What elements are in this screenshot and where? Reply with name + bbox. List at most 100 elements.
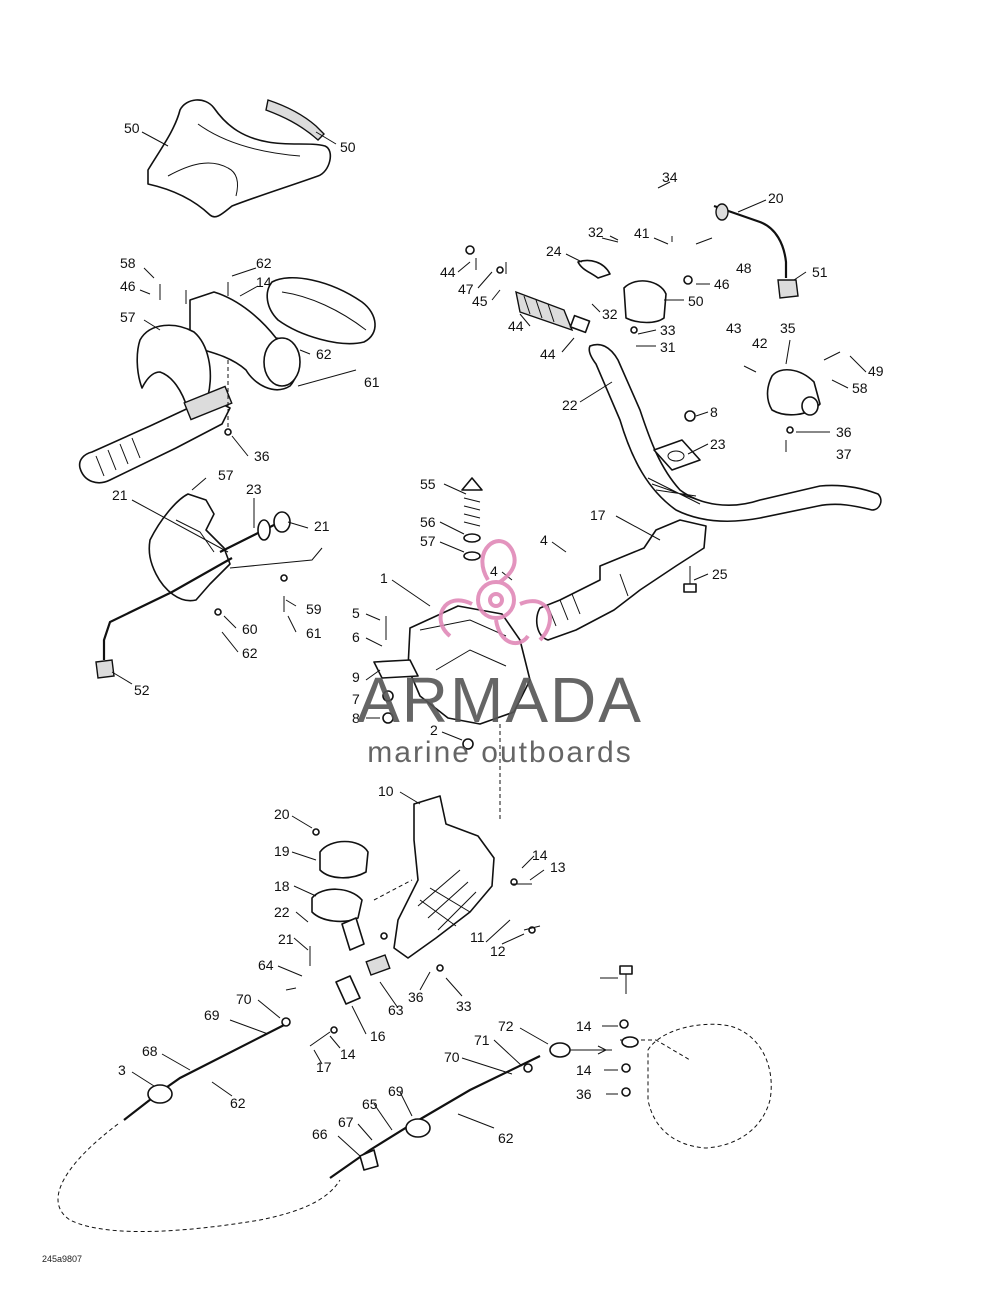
callout-24: 23: [710, 436, 726, 452]
callout-36d: 36: [576, 1086, 592, 1102]
callout-48: 50: [340, 139, 356, 155]
watermark-brand: ARMADA: [357, 664, 643, 736]
callout-42: 44: [540, 346, 556, 362]
callout-35: 35: [780, 320, 796, 336]
callout-44a: 45: [472, 293, 488, 309]
callout-33a: 33: [660, 322, 676, 338]
callout-70b: 71: [474, 1032, 490, 1048]
callout-32b: 32: [602, 306, 618, 322]
callout-7: 7: [352, 691, 360, 707]
leader-lines: [111, 131, 867, 1157]
callout-41: 44: [508, 318, 524, 334]
callout-69a: 69: [204, 1007, 220, 1023]
callout-43: 44: [440, 264, 456, 280]
callout-57c: 60: [242, 621, 258, 637]
callout-46a: 48: [736, 260, 752, 276]
callout-14b: 14: [532, 847, 548, 863]
watermark: ARMADA marine outboards: [357, 539, 643, 769]
callout-38: 41: [634, 225, 650, 241]
part-18-clamp: [311, 888, 365, 951]
callout-36a: 36: [836, 424, 852, 440]
callout-29: 23: [246, 481, 262, 497]
callout-25: 25: [712, 566, 728, 582]
part-41-grip: [515, 290, 591, 334]
callout-20: 20: [274, 806, 290, 822]
callout-30: 24: [546, 243, 562, 259]
part-59-handlebar-pad: [266, 276, 376, 345]
part-63-linkage: [335, 954, 391, 1005]
callout-40: 43: [726, 320, 742, 336]
callout-62a: 62: [230, 1095, 246, 1111]
callout-12: 12: [490, 943, 506, 959]
callout-34: 34: [662, 169, 678, 185]
part-54-lever-bracket: [148, 493, 231, 602]
part-62-cable-left: [57, 1021, 341, 1233]
part-47-handlebar-cover: [147, 99, 332, 218]
callout-46b: 49: [868, 363, 884, 379]
callout-54: 57: [218, 467, 234, 483]
callout-1: 1: [380, 570, 388, 586]
callout-11: 11: [470, 929, 485, 945]
callout-17: 17: [590, 507, 606, 523]
callout-4a: 4: [540, 532, 548, 548]
callout-70a: 70: [236, 991, 252, 1007]
callout-44c: 46: [120, 278, 136, 294]
callout-22: 22: [274, 904, 290, 920]
callout-14c: 14: [340, 1046, 356, 1062]
callout-50a: 51: [812, 264, 828, 280]
callout-36b: 36: [254, 448, 270, 464]
callout-18: 18: [274, 878, 290, 894]
callout-60: 62: [316, 346, 332, 362]
callout-58a: 61: [306, 625, 322, 641]
part-35-throttle-housing: [766, 369, 821, 416]
callout-57b: 59: [306, 601, 322, 617]
part-left-grip-assembly: [78, 385, 233, 484]
callout-65: 65: [362, 1096, 378, 1112]
callout-37: 37: [836, 446, 852, 462]
part-72-bolt: [619, 965, 633, 994]
callout-57a: 58: [852, 380, 868, 396]
callout-58b: 62: [242, 645, 258, 661]
callout-9: 9: [352, 669, 360, 685]
callout-52: 56: [420, 514, 436, 530]
part-48-cable-tie: [265, 99, 325, 141]
callout-14a: 14: [256, 274, 272, 290]
callout-45: 47: [458, 281, 474, 297]
part-50-cable-rod-left: [95, 557, 233, 679]
watermark-tagline: marine outboards: [367, 736, 632, 769]
part-62-cable-right: [329, 1055, 541, 1179]
callout-68a: 68: [142, 1043, 158, 1059]
callout-39: 42: [752, 335, 768, 351]
callout-33b: 33: [456, 998, 472, 1014]
callout-8b: 8: [352, 710, 360, 726]
callout-10: 10: [378, 783, 394, 799]
part-27-29-knob: [219, 511, 323, 569]
callout-68b: 69: [388, 1083, 404, 1099]
part-nozzle-assembly: [620, 1023, 772, 1149]
callout-71: 72: [498, 1018, 514, 1034]
callout-8a: 8: [710, 404, 718, 420]
callout-59: 61: [364, 374, 380, 390]
callout-31: 31: [660, 339, 676, 355]
callout-16: 17: [316, 1059, 332, 1075]
callout-67: 67: [338, 1114, 354, 1130]
callout-26: 20: [768, 190, 784, 206]
callout-32a: 32: [588, 224, 604, 240]
callout-19: 19: [274, 843, 290, 859]
callout-69b: 70: [444, 1049, 460, 1065]
callout-3: 3: [118, 1062, 126, 1078]
callout-61: 62: [256, 255, 272, 271]
part-26-cable: [713, 203, 799, 299]
armada-logo-icon: [438, 539, 552, 646]
callout-51: 55: [420, 476, 436, 492]
callout-55: 57: [120, 309, 136, 325]
callout-44b: 46: [714, 276, 730, 292]
callout-49: 50: [688, 293, 704, 309]
callout-63: 63: [388, 1002, 404, 1018]
callout-27: 21: [314, 518, 330, 534]
part-19-ring: [319, 840, 369, 879]
callout-15: 16: [370, 1028, 386, 1044]
callout-14e: 14: [576, 1062, 592, 1078]
callout-50b: 52: [134, 682, 150, 698]
